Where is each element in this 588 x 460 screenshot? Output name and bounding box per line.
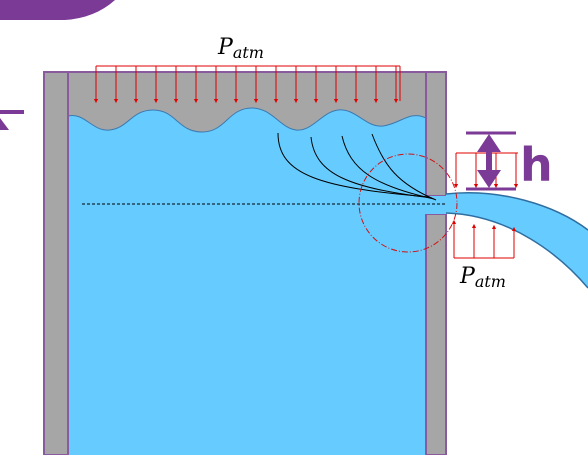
top-pressure-subscript: atm	[233, 43, 264, 62]
height-arrow-up-icon	[477, 134, 501, 152]
header-tab-decoration	[0, 0, 115, 20]
outlet-focus-circle	[358, 153, 458, 253]
side-pressure-symbol: P	[459, 264, 476, 289]
side-pressure-label: Patm	[459, 264, 506, 291]
left-wall	[43, 71, 69, 456]
left-level-marker	[0, 118, 9, 130]
streamline-4	[371, 133, 437, 201]
outlet-opening	[425, 196, 447, 214]
water-jet-upper-edge	[445, 192, 588, 231]
height-marker	[466, 131, 516, 191]
height-arrow-down-icon	[477, 170, 501, 188]
streamline-1	[277, 132, 431, 198]
streamline-3	[341, 135, 435, 200]
jet-bottom-pressure-arrows	[451, 219, 517, 259]
right-wall-upper	[425, 71, 447, 197]
top-pressure-symbol: P	[217, 35, 234, 60]
height-label: h	[520, 138, 553, 192]
water-body	[68, 108, 426, 455]
streamlines	[277, 132, 437, 201]
streamline-2	[310, 136, 433, 199]
water-jet	[446, 192, 588, 288]
right-wall-lower	[425, 213, 447, 456]
side-pressure-subscript: atm	[475, 272, 506, 291]
water-surface-line	[67, 107, 427, 133]
top-pressure-label: Patm	[217, 35, 264, 62]
top-pressure-arrows	[93, 65, 401, 104]
water-jet-lower-edge	[445, 212, 588, 289]
